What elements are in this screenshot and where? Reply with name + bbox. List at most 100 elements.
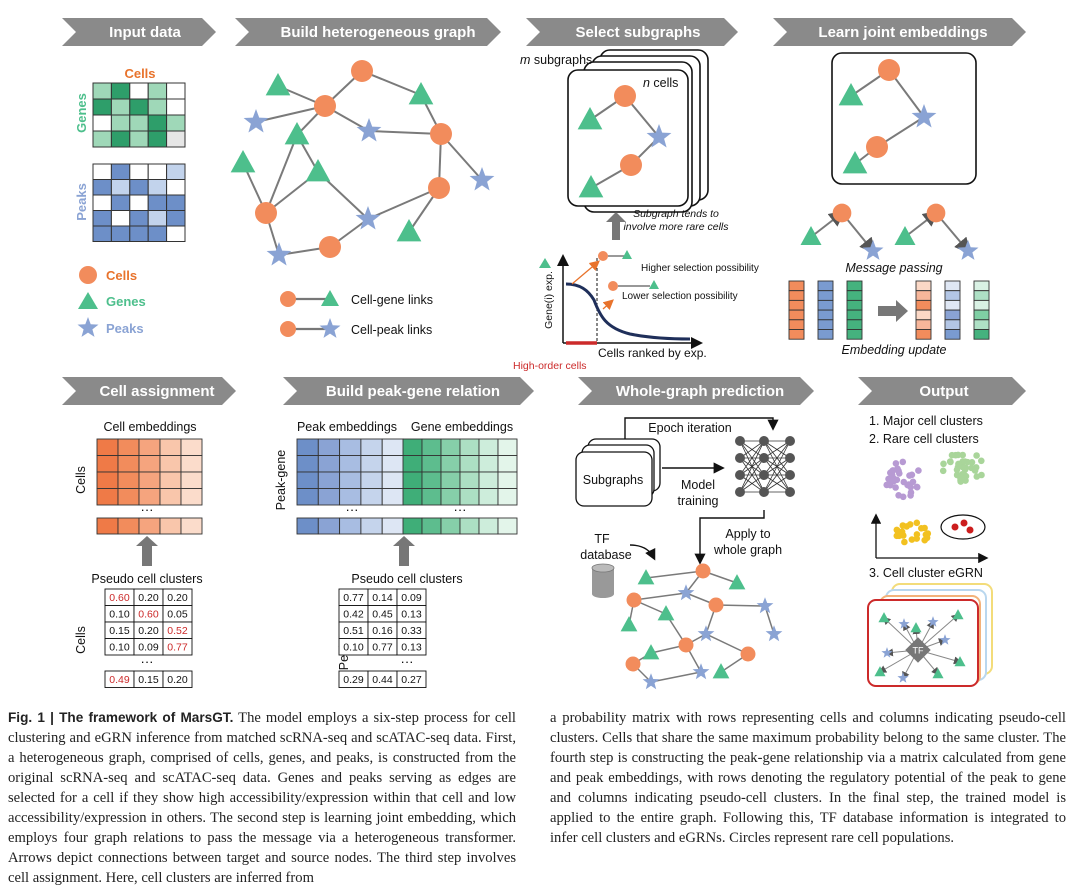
table-value: 0.09	[138, 642, 159, 654]
peak-node	[927, 616, 939, 627]
gene-emb-cell	[478, 455, 499, 473]
scatter-point	[893, 476, 901, 484]
gene-node	[800, 225, 822, 245]
cell-node	[319, 236, 341, 258]
gene-node	[838, 83, 864, 106]
gene-node	[577, 107, 603, 130]
output-item-3: 3. Cell cluster eGRN	[869, 566, 983, 580]
gene-emb-cell	[497, 471, 518, 489]
caption-figure-label: Fig. 1 | The framework of MarsGT.	[8, 710, 234, 725]
embedding-cell	[973, 309, 990, 321]
peak-emb-cell	[360, 455, 383, 473]
whole-graph	[620, 563, 783, 690]
scatter-point	[922, 531, 930, 538]
nn-node	[785, 470, 795, 480]
peak-matrix-cell	[92, 179, 112, 196]
table-value: 0.09	[401, 592, 422, 604]
cell-node	[926, 203, 946, 223]
peak-matrix-cell	[129, 163, 149, 180]
embedding-cell	[915, 319, 932, 330]
gene-emb-cell	[440, 438, 461, 456]
m-label: m subgraphs	[520, 53, 592, 67]
graph-edge	[368, 130, 442, 135]
panel-output: 1. Major cell clusters 2. Rare cell clus…	[867, 414, 993, 687]
embedding-cell	[846, 280, 863, 292]
embedding-bars	[788, 280, 990, 340]
embedding-cell	[846, 309, 863, 321]
pseudo-cell-clusters-label-1: Pseudo cell clusters	[91, 572, 202, 586]
table-value: 0.13	[401, 609, 422, 621]
peak-matrix-cell	[147, 210, 168, 227]
scatter-point	[948, 451, 956, 459]
gene-emb-cell	[459, 438, 480, 456]
gene-matrix-cell	[166, 114, 186, 132]
gene-node	[642, 644, 660, 660]
panel-graph-legend: Cell-gene links Cell-peak links	[280, 290, 433, 338]
heterogeneous-graph	[230, 60, 495, 266]
gene-matrix	[92, 82, 186, 148]
table-value: 0.44	[372, 674, 393, 686]
scatter-point	[908, 471, 916, 479]
gene-matrix-cell	[147, 114, 168, 132]
peak-emb-cell	[339, 438, 362, 456]
peak-emb-cell	[381, 488, 404, 506]
expression-curve	[565, 282, 691, 341]
gene-node	[578, 175, 604, 198]
panel-peak-gene: Peak embeddings Gene embeddings Peak-gen…	[274, 420, 518, 688]
gene-emb-cell	[421, 438, 442, 456]
cell-node	[351, 60, 373, 82]
embedding-cell	[817, 329, 834, 340]
graph-edge	[650, 671, 702, 683]
table-value: 0.14	[372, 592, 393, 604]
cell-node	[314, 95, 336, 117]
scatter-point	[918, 525, 925, 532]
peak-node	[765, 625, 783, 642]
table-cell	[162, 670, 193, 688]
scatter-point	[973, 473, 981, 480]
panel-cell-assignment: Cell embeddings Cells ··· Pseudo cell cl…	[74, 420, 203, 688]
table-cell	[396, 670, 427, 688]
table-value: 0.20	[167, 674, 188, 686]
cell-embedding-cell	[138, 455, 161, 473]
header-banner-peakgene	[283, 377, 534, 405]
table-value: 0.60	[138, 609, 159, 621]
cell-node	[626, 592, 642, 608]
header-graph: Build heterogeneous graph	[280, 24, 475, 41]
cell-node	[708, 597, 724, 613]
egrn-network: TF	[874, 609, 966, 683]
table-value: 0.52	[167, 625, 188, 637]
embedding-cell	[973, 299, 990, 311]
peak-node	[957, 239, 979, 260]
gene-node	[894, 225, 916, 245]
scatter-point	[961, 471, 968, 479]
graph-edge	[367, 187, 440, 220]
scatter-point	[961, 458, 969, 465]
cell-node	[255, 202, 277, 224]
table-value: 0.77	[372, 642, 393, 654]
graph-edge	[705, 633, 749, 655]
update-arrow	[878, 300, 908, 322]
peaks-axis-label: Peaks	[74, 183, 89, 221]
peak-matrix-cell	[110, 225, 131, 242]
higher-selection: Higher selection possibility	[641, 263, 759, 274]
lower-selection: Lower selection possibility	[622, 291, 738, 302]
gene-node	[284, 122, 310, 145]
scatter-point	[887, 478, 894, 486]
table-value: 0.16	[372, 625, 393, 637]
cell-embedding-cell	[180, 455, 203, 473]
scatter-point	[899, 522, 907, 529]
peak-emb-cell	[296, 471, 319, 489]
peak-emb-cell	[296, 455, 319, 473]
legend-peaks: Peaks	[106, 321, 144, 336]
embedding-cell	[846, 319, 863, 330]
legend-peak-icon	[77, 317, 99, 337]
embedding-cell	[846, 299, 863, 311]
peak-node	[646, 124, 672, 148]
header-banner-graph	[235, 18, 501, 46]
embedding-cell	[944, 319, 961, 330]
nn-node	[759, 487, 769, 497]
gene-emb-cell	[402, 488, 423, 506]
nn-node	[759, 470, 769, 480]
subgraphs-box-label: Subgraphs	[583, 473, 643, 487]
embedding-cell	[944, 290, 961, 301]
